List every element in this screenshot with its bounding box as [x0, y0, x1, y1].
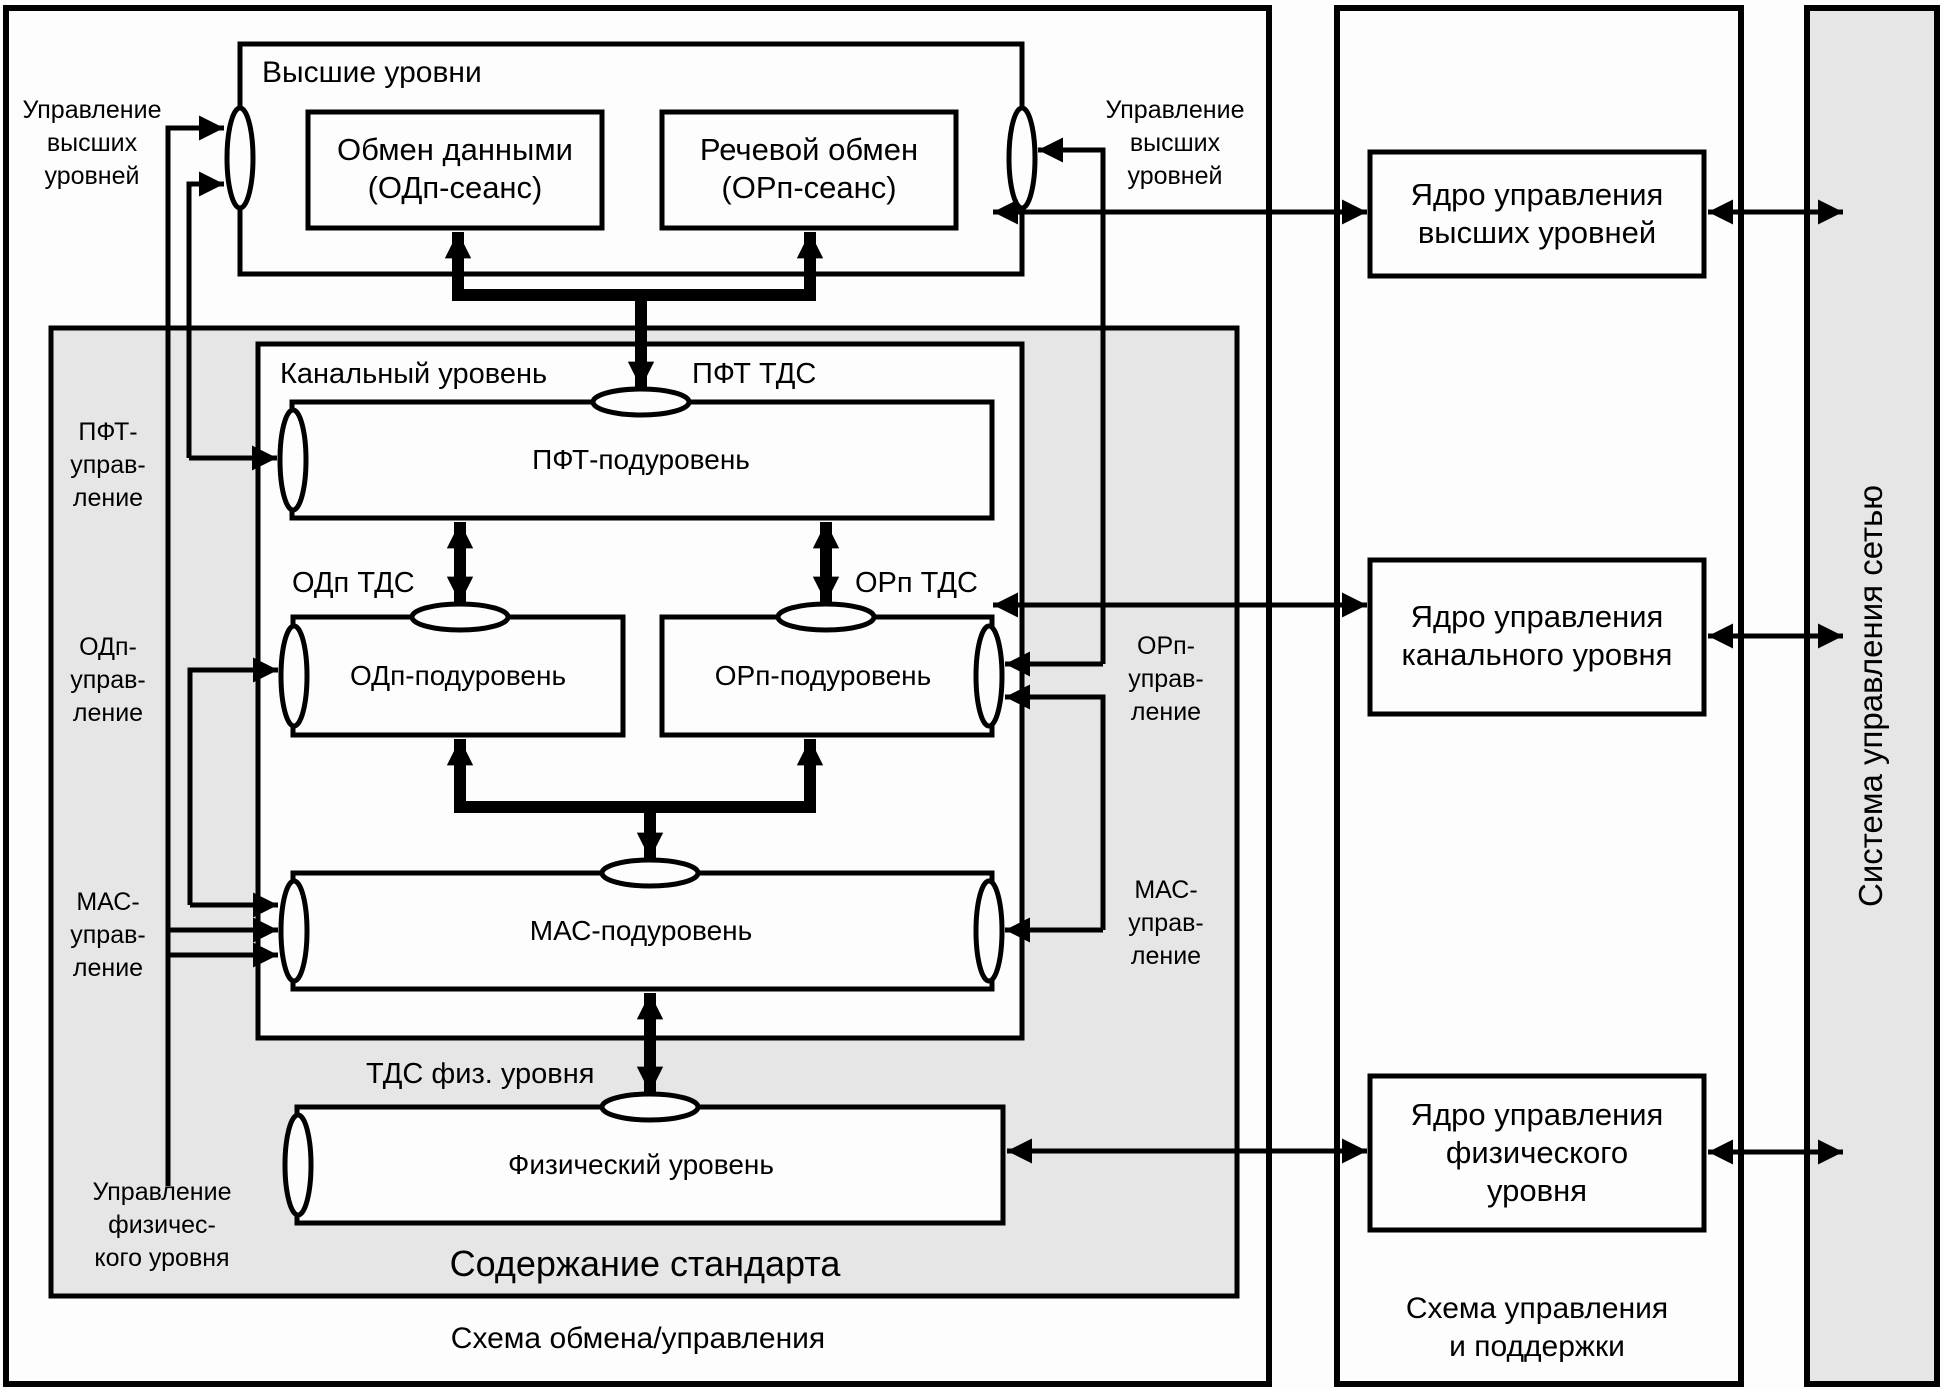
svg-text:ление: ление [73, 954, 143, 982]
voice-exchange-line2: (ОРп-сеанс) [721, 170, 896, 205]
physical-left-sap [282, 1112, 314, 1218]
data-exchange-line2: (ОДп-сеанс) [368, 170, 543, 205]
data-exchange-box [305, 109, 605, 231]
network-management-frame [1804, 5, 1940, 1387]
higher-left-sap [224, 105, 256, 211]
exchange-scheme-label: Схема обмена/управления [451, 1322, 825, 1355]
link-core-line2: канального уровня [1402, 637, 1673, 672]
physical-layer-label: Физический уровень [508, 1149, 774, 1180]
mac-sublayer-box [290, 870, 995, 992]
svg-text:физичес-: физичес- [108, 1211, 216, 1239]
svg-text:МАС-: МАС- [76, 888, 139, 916]
svg-text:управ-: управ- [1128, 909, 1203, 937]
left-odp-control-label: ОДп- управ- ление [70, 633, 145, 727]
svg-text:уровней: уровней [45, 162, 140, 190]
phys-core-line2: физического [1446, 1135, 1628, 1170]
left-mac-control-label: МАС- управ- ление [70, 888, 145, 982]
physical-sap-label: ТДС физ. уровня [366, 1058, 594, 1090]
svg-text:ление: ление [73, 699, 143, 727]
support-scheme-line1: Схема управления [1406, 1292, 1668, 1325]
voice-exchange-line1: Речевой обмен [700, 132, 918, 167]
left-higher-control-label: Управление высших уровней [23, 96, 162, 190]
svg-text:ОДп-: ОДп- [79, 633, 137, 661]
svg-text:Управление: Управление [93, 1178, 232, 1206]
svg-text:ление: ление [1131, 942, 1201, 970]
svg-text:высших: высших [47, 129, 138, 157]
standard-scope-label: Содержание стандарта [450, 1243, 842, 1284]
svg-text:ление: ление [73, 484, 143, 512]
svg-text:управ-: управ- [70, 666, 145, 694]
data-exchange-line1: Обмен данными [337, 132, 573, 167]
phys-core-line1: Ядро управления [1411, 1097, 1664, 1132]
svg-text:управ-: управ- [70, 921, 145, 949]
svg-text:Управление: Управление [1106, 96, 1245, 124]
higher-right-sap [1006, 105, 1038, 211]
data-path-pft-sub [446, 522, 840, 603]
link-core-line1: Ядро управления [1411, 599, 1664, 634]
svg-text:управ-: управ- [70, 451, 145, 479]
svg-text:ОРп-: ОРп- [1137, 632, 1195, 660]
orp-sap-label: ОРп ТДС [855, 567, 978, 599]
pft-sublayer-label: ПФТ-подуровень [532, 444, 750, 475]
svg-text:кого уровня: кого уровня [94, 1244, 229, 1272]
pft-sap-label: ПФТ ТДС [692, 358, 816, 390]
physical-top-sap [599, 1091, 701, 1123]
higher-core-box [1367, 149, 1707, 279]
higher-core-line2: высших уровней [1418, 215, 1656, 250]
orp-top-sap [775, 601, 877, 633]
network-management-label: Система управления сетью [1852, 485, 1889, 907]
link-core-box [1367, 557, 1707, 717]
phys-core-line3: уровня [1487, 1173, 1587, 1208]
odp-sap-label: ОДп ТДС [292, 567, 415, 599]
right-control-lines [1005, 137, 1106, 943]
data-path-mac [446, 739, 824, 859]
orp-right-sap [973, 623, 1005, 729]
support-scheme-line2: и поддержки [1449, 1330, 1625, 1363]
svg-text:высших: высших [1130, 129, 1221, 157]
left-control-lines [165, 115, 278, 1186]
data-path-higher [444, 232, 824, 388]
mac-sublayer-label: МАС-подуровень [530, 915, 752, 946]
left-phys-control-label: Управление физичес- кого уровня [93, 1178, 232, 1272]
svg-text:управ-: управ- [1128, 665, 1203, 693]
odp-sublayer-box [290, 614, 626, 738]
right-higher-control-label: Управление высших уровней [1106, 96, 1245, 190]
voice-exchange-box [659, 109, 959, 231]
mac-left-sap [278, 878, 310, 984]
svg-text:уровней: уровней [1128, 162, 1223, 190]
link-layer-title: Канальный уровень [280, 358, 547, 390]
svg-text:ПФТ-: ПФТ- [78, 418, 137, 446]
odp-left-sap [278, 623, 310, 729]
mac-right-sap [973, 878, 1005, 984]
right-orp-control-label: ОРп- управ- ление [1128, 632, 1203, 726]
mac-top-sap [599, 857, 701, 889]
left-pft-control-label: ПФТ- управ- ление [70, 418, 145, 512]
higher-core-line1: Ядро управления [1411, 177, 1664, 212]
svg-text:МАС-: МАС- [1134, 876, 1197, 904]
management-connections [993, 199, 1843, 1165]
higher-levels-title: Высшие уровни [262, 56, 482, 89]
physical-layer-box [294, 1104, 1006, 1226]
odp-top-sap [409, 601, 511, 633]
phys-core-box [1367, 1073, 1707, 1233]
svg-text:ление: ление [1131, 698, 1201, 726]
svg-text:Управление: Управление [23, 96, 162, 124]
orp-sublayer-label: ОРп-подуровень [715, 660, 931, 691]
odp-sublayer-label: ОДп-подуровень [350, 660, 566, 691]
right-mac-control-label: МАС- управ- ление [1128, 876, 1203, 970]
pft-left-sap [277, 407, 309, 513]
pft-top-sap [590, 386, 692, 418]
